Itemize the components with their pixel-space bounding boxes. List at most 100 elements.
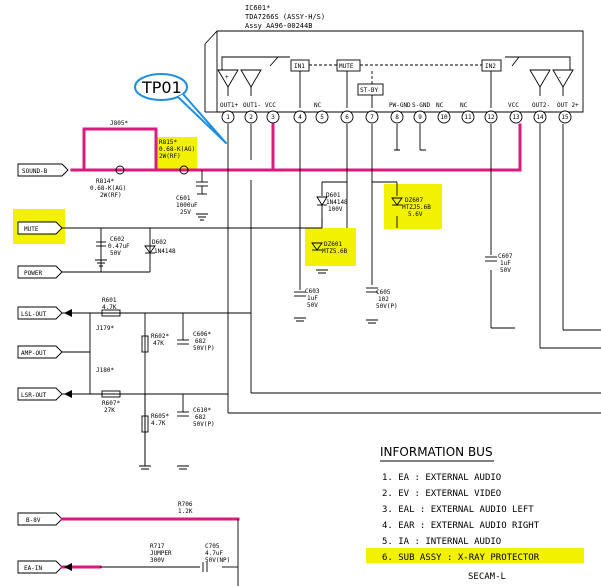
svg-text:C610*: C610* [193, 407, 211, 414]
connector-power[interactable]: POWER [17, 265, 63, 279]
ic-pin-number: 11 [464, 114, 472, 121]
svg-text:J180*: J180* [96, 367, 114, 374]
svg-text:2W(RF): 2W(RF) [159, 153, 181, 160]
svg-text:1N4148: 1N4148 [326, 199, 348, 206]
ground-symbols [95, 149, 426, 470]
ic-pin-4 [293, 110, 307, 124]
amp-triangle-3 [529, 69, 551, 88]
info-bus-item: 3. EAL : EXTERNAL AUDIO LEFT [382, 505, 534, 515]
info-bus-footer: SECAM-L [468, 572, 506, 582]
r605-resistor [141, 415, 149, 433]
svg-text:50V(P): 50V(P) [193, 421, 215, 428]
connector-ea-in[interactable]: EA-IN [17, 560, 63, 574]
svg-text:MUTE: MUTE [24, 226, 39, 233]
r602-resistor [141, 335, 149, 353]
svg-text:D601: D601 [326, 192, 341, 199]
ic-pin-5 [315, 110, 329, 124]
ic-pin-15 [558, 110, 572, 124]
connector-lsl-out[interactable]: LSL-OUT [17, 306, 63, 320]
ic-pin-label: VCC [508, 102, 519, 109]
info-bus-item: 2. EV : EXTERNAL VIDEO [382, 489, 501, 499]
svg-text:47K: 47K [153, 340, 164, 347]
ic-pin-number: 14 [536, 114, 544, 121]
ic-pin-number: 12 [487, 114, 495, 121]
ic-pin-label: OUT1+ [220, 102, 238, 109]
svg-text:B-8V: B-8V [26, 517, 41, 524]
c602-capacitor [96, 241, 106, 247]
c601-capacitor [196, 170, 208, 195]
svg-text:MUTE: MUTE [339, 63, 354, 70]
svg-text:C603: C603 [305, 288, 320, 295]
svg-text:IN1: IN1 [294, 63, 305, 70]
r815-fusible-resistor [179, 165, 189, 175]
svg-text:MTZ5.6B: MTZ5.6B [322, 248, 348, 255]
ic-pin-number: 13 [512, 114, 520, 121]
svg-text:50V: 50V [110, 250, 121, 257]
ic-pin-number: 7 [370, 114, 374, 121]
ic-pin-number: 2 [249, 114, 253, 121]
ic-pin-number: 5 [320, 114, 324, 121]
svg-text:-: - [558, 74, 562, 81]
svg-text:4.7K: 4.7K [151, 420, 166, 427]
highlight-r815 [157, 137, 197, 171]
svg-text:C601: C601 [176, 195, 191, 202]
sound-b-net [70, 123, 522, 172]
ic-pin-12 [484, 110, 498, 124]
connector-mute[interactable]: MUTE [17, 221, 63, 235]
ic-pin-3 [266, 110, 280, 124]
svg-text:SOUND-B: SOUND-B [22, 168, 48, 175]
svg-text:C607: C607 [498, 253, 513, 260]
svg-text:2W(RF): 2W(RF) [100, 192, 122, 199]
svg-text:J805*: J805* [110, 120, 128, 127]
svg-text:R815*: R815* [159, 139, 177, 146]
svg-text:JUMPER: JUMPER [150, 550, 172, 557]
ic-pin-label: OUT 2+ [557, 102, 579, 109]
svg-text:R717: R717 [150, 543, 165, 550]
ic-outline-bevel [204, 30, 218, 45]
svg-text:0.68-K(AG): 0.68-K(AG) [159, 146, 195, 153]
svg-text:ST-BY: ST-BY [360, 87, 378, 94]
connector-amp-out[interactable]: AMP-OUT [17, 345, 63, 359]
svg-text:C705: C705 [205, 543, 220, 550]
highlight-dz607 [384, 184, 442, 229]
ic-pin-6 [340, 110, 354, 124]
connector-sound-b[interactable]: SOUND-B [17, 163, 69, 177]
svg-text:0.68-K(AG): 0.68-K(AG) [90, 185, 126, 192]
ic-part: TDA7266S (ASSY-H/S) [245, 13, 325, 21]
ic-pin-11 [461, 110, 475, 124]
connector-b-8v[interactable]: B-8V [17, 512, 63, 526]
connector-lsr-out[interactable]: LSR-OUT [17, 387, 63, 401]
svg-text:LSL-OUT: LSL-OUT [21, 311, 47, 318]
block-mute [336, 59, 361, 72]
ic-pin-7 [365, 110, 379, 124]
ic-ref: IC601* [245, 4, 270, 12]
ic-pin-label: NC [460, 102, 468, 109]
ic-pin-8 [390, 110, 404, 124]
ic-pin-label: NC [436, 102, 444, 109]
ic-pin-label: PW-GND [389, 102, 411, 109]
svg-text:D602: D602 [152, 239, 167, 246]
ic-pin-number: 8 [395, 114, 399, 121]
r601-resistor [101, 309, 121, 317]
r814-fusible-resistor [115, 165, 125, 175]
svg-text:1uF: 1uF [307, 295, 318, 302]
ic-pin-number: 15 [561, 114, 569, 121]
svg-text:C605: C605 [376, 289, 391, 296]
svg-text:R601: R601 [102, 297, 117, 304]
svg-text:1.2K: 1.2K [178, 508, 193, 515]
svg-text:682: 682 [195, 414, 206, 421]
svg-text:R607*: R607* [102, 400, 120, 407]
amp-triangle-4 [552, 69, 574, 88]
svg-text:50V(NP): 50V(NP) [205, 557, 230, 564]
svg-text:C606*: C606* [193, 331, 211, 338]
svg-text:EA-IN: EA-IN [24, 565, 42, 572]
info-bus-item: 4. EAR : EXTERNAL AUDIO RIGHT [382, 521, 540, 531]
svg-text:100V: 100V [328, 206, 343, 213]
svg-text:1uF: 1uF [500, 260, 511, 267]
block-in2 [481, 59, 502, 72]
highlight-info-item-6 [366, 548, 584, 563]
ic-pin-14 [533, 110, 547, 124]
